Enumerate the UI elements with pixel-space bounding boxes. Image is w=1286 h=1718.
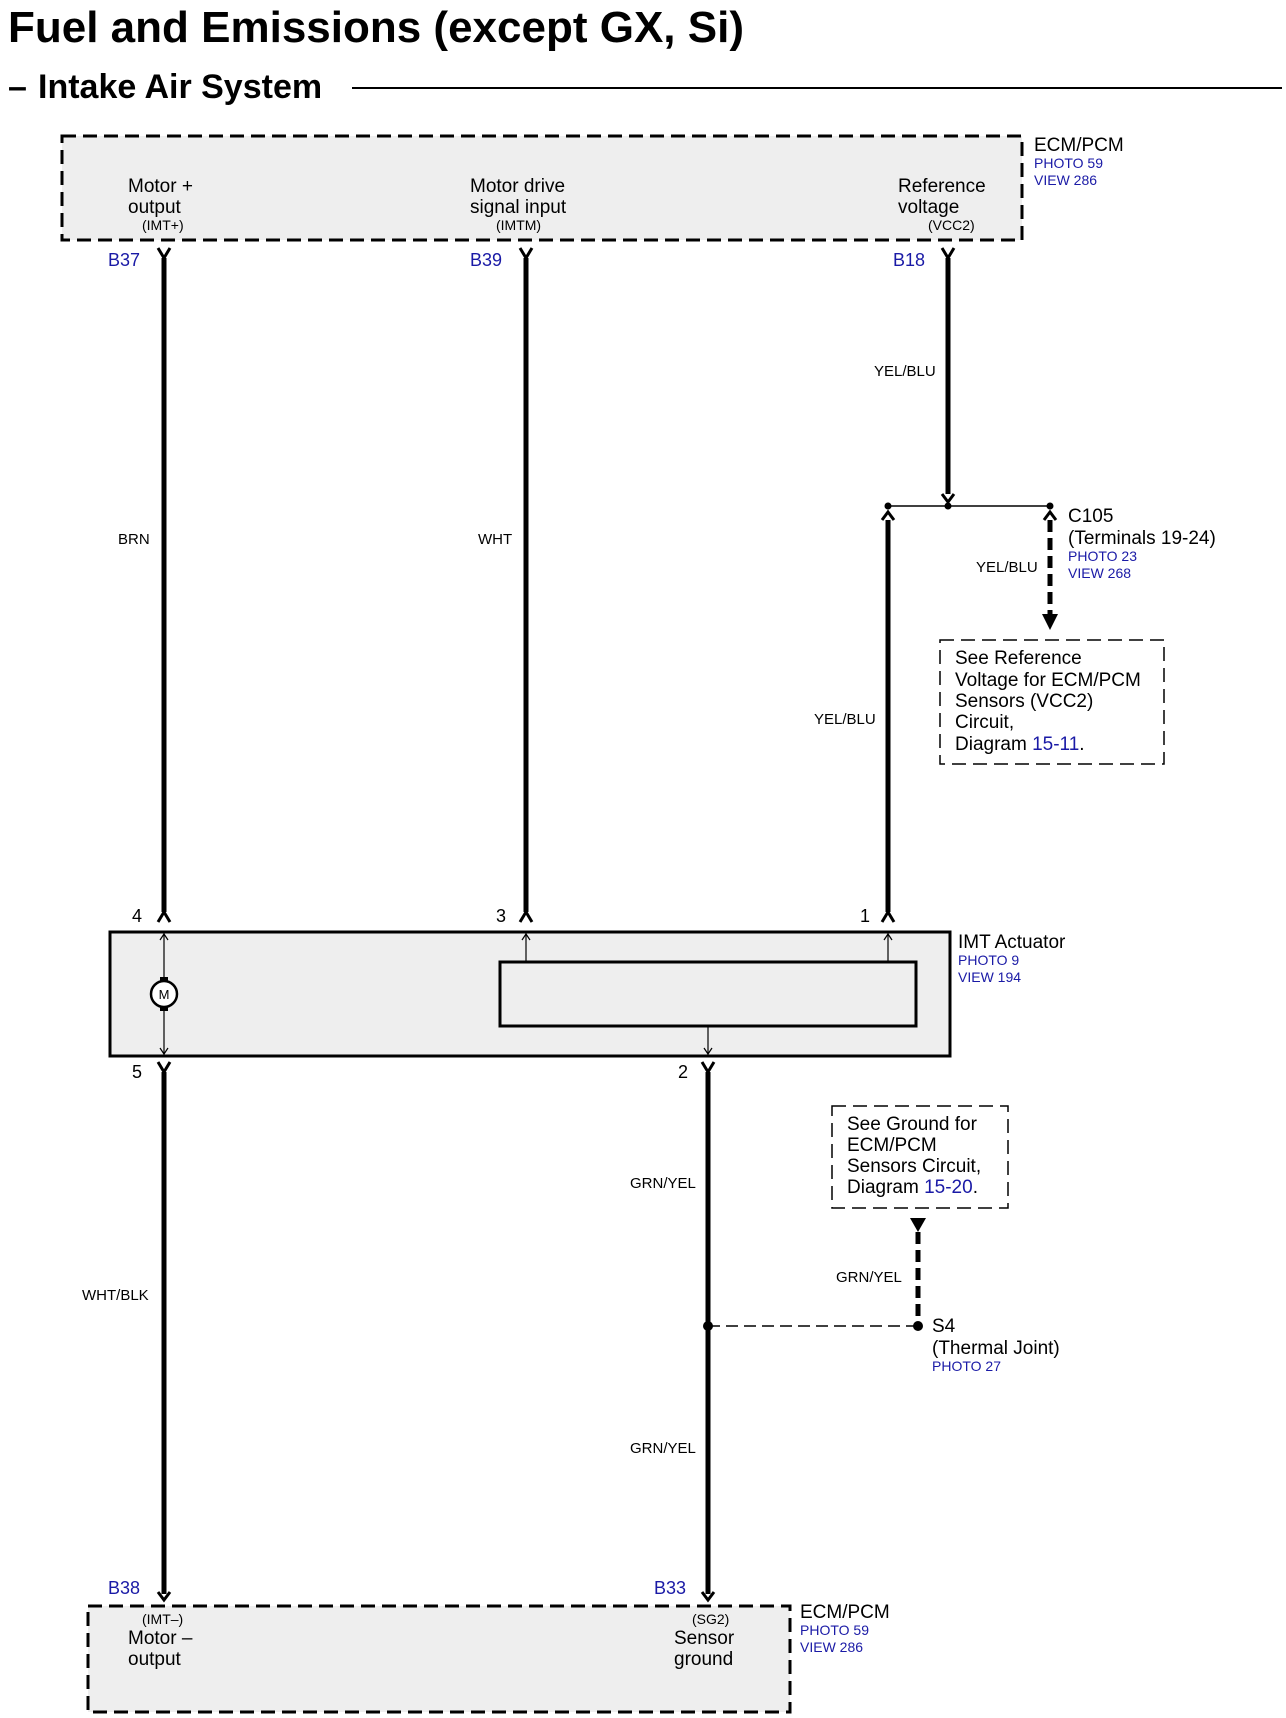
wire-label-yel-blu-actuator: YEL/BLU <box>814 711 876 728</box>
ref-note-diagram-link[interactable]: 15-11 <box>1032 734 1079 755</box>
ecm-bottom-t2-line1: Sensor <box>674 1628 735 1649</box>
s4-thermal-joint <box>703 1218 926 1331</box>
ecm-top-connectors <box>156 247 956 261</box>
ecm-bottom-name: ECM/PCM <box>800 1602 890 1623</box>
ecm-top-box <box>60 134 1024 242</box>
wire-label-wht-blk: WHT/BLK <box>82 1287 149 1304</box>
c105-photo: PHOTO 23 <box>1068 548 1137 564</box>
wire-label-brn: BRN <box>118 531 150 548</box>
wire-label-grn-yel-upper: GRN/YEL <box>630 1175 696 1192</box>
c105-connector <box>880 493 1058 630</box>
pin-b38: B38 <box>108 1578 140 1598</box>
ecm-top-t1-signal: (IMT+) <box>142 217 184 233</box>
ref-note-line1: See Reference <box>955 648 1082 669</box>
ecm-bottom-box <box>86 1604 792 1714</box>
c105-name: C105 <box>1068 506 1113 527</box>
wires-bottom <box>161 1072 711 1594</box>
ecm-top-t1-line1: Motor + <box>128 176 193 197</box>
s4-name: S4 <box>932 1316 956 1337</box>
ecm-bottom-t1-signal: (IMT–) <box>142 1611 183 1627</box>
actuator-view: VIEW 194 <box>958 969 1021 985</box>
c105-detail: (Terminals 19-24) <box>1068 528 1216 549</box>
pin-b37: B37 <box>108 250 140 270</box>
page-subtitle: Intake Air System <box>38 68 322 106</box>
actuator-pin-4: 4 <box>132 906 142 926</box>
wire-label-grn-yel-lower: GRN/YEL <box>630 1440 696 1457</box>
actuator-pin-5: 5 <box>132 1062 142 1082</box>
ecm-top-t1-line2: output <box>128 197 182 218</box>
imt-actuator-inner-box <box>498 960 918 1028</box>
ref-note-line5: Diagram 15-11. <box>955 734 1085 755</box>
pin-b18: B18 <box>893 250 925 270</box>
ground-note-line1: See Ground for <box>847 1114 978 1135</box>
ecm-top-view: VIEW 286 <box>1034 172 1097 188</box>
actuator-internal-wires <box>159 932 893 1056</box>
ecm-top-t3-signal: (VCC2) <box>928 217 975 233</box>
ground-note-line3: Sensors Circuit, <box>847 1156 981 1177</box>
actuator-photo: PHOTO 9 <box>958 952 1019 968</box>
ground-note-box <box>831 1105 1009 1209</box>
ecm-bottom-t2-line2: ground <box>674 1649 733 1670</box>
ref-voltage-note-box <box>939 639 1165 765</box>
wire-label-wht: WHT <box>478 531 512 548</box>
subtitle-dash: – <box>8 68 27 106</box>
ecm-bottom-connectors <box>156 1591 716 1603</box>
ecm-top-t2-signal: (IMTM) <box>496 217 541 233</box>
actuator-top-connectors <box>156 909 896 923</box>
ecm-bottom-view: VIEW 286 <box>800 1639 863 1655</box>
actuator-pin-2: 2 <box>678 1062 688 1082</box>
ground-note-line4: Diagram 15-20. <box>847 1177 978 1198</box>
s4-detail: (Thermal Joint) <box>932 1338 1060 1359</box>
actuator-name: IMT Actuator <box>958 932 1066 953</box>
motor-symbol-label: M <box>159 987 170 1002</box>
ref-note-line2: Voltage for ECM/PCM <box>955 670 1141 691</box>
pin-b39: B39 <box>470 250 502 270</box>
ref-note-line3: Sensors (VCC2) <box>955 691 1093 712</box>
ecm-top-t3-line2: voltage <box>898 197 959 218</box>
ground-note-diagram-link[interactable]: 15-20 <box>924 1177 973 1198</box>
ecm-bottom-t1-line1: Motor – <box>128 1628 193 1649</box>
page-title: Fuel and Emissions (except GX, Si) <box>8 3 744 52</box>
wires-top <box>161 258 951 912</box>
ecm-top-t2-line2: signal input <box>470 197 567 218</box>
s4-wire-label: GRN/YEL <box>836 1269 902 1286</box>
s4-photo: PHOTO 27 <box>932 1358 1001 1374</box>
ecm-bottom-photo: PHOTO 59 <box>800 1622 869 1638</box>
ecm-bottom-t1-line2: output <box>128 1649 182 1670</box>
actuator-pin-1: 1 <box>860 906 870 926</box>
ecm-top-name: ECM/PCM <box>1034 135 1124 156</box>
pin-b33: B33 <box>654 1578 686 1598</box>
wire-label-yel-blu-top: YEL/BLU <box>874 363 936 380</box>
ecm-bottom-t2-signal: (SG2) <box>692 1611 729 1627</box>
ground-note-line2: ECM/PCM <box>847 1135 937 1156</box>
ref-note-line4: Circuit, <box>955 712 1014 733</box>
c105-view: VIEW 268 <box>1068 565 1131 581</box>
ecm-top-photo: PHOTO 59 <box>1034 155 1103 171</box>
actuator-bottom-connectors <box>156 1061 716 1075</box>
actuator-pin-3: 3 <box>496 906 506 926</box>
ecm-top-t3-line1: Reference <box>898 176 986 197</box>
ecm-top-t2-line1: Motor drive <box>470 176 565 197</box>
motor-icon: M <box>149 977 179 1011</box>
c105-wire-label: YEL/BLU <box>976 559 1038 576</box>
